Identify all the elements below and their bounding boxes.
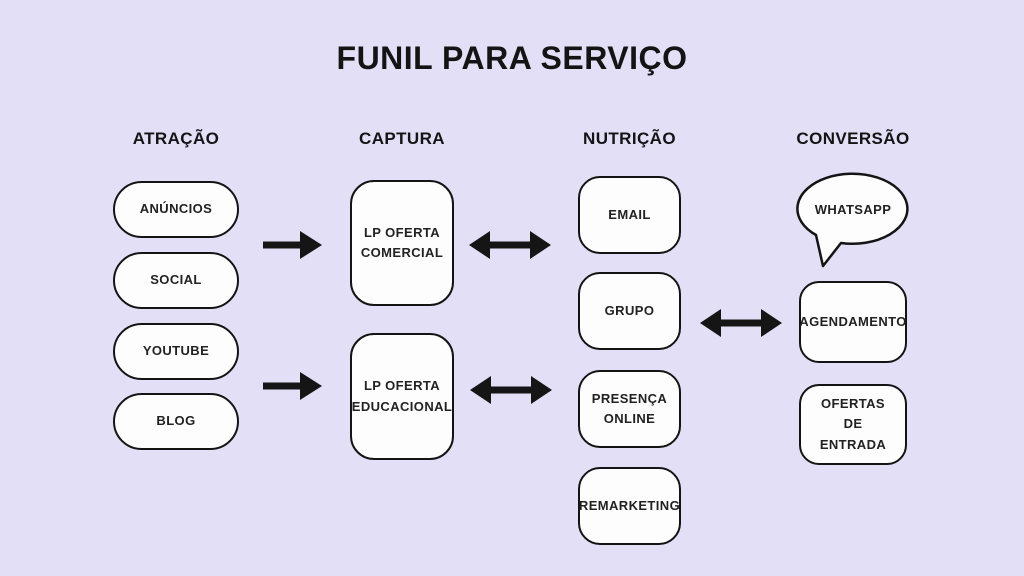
node-agendamento: AGENDAMENTO [799, 281, 907, 363]
column-header-captura: CAPTURA [359, 129, 445, 148]
column-header-conversao: CONVERSÃO [796, 129, 910, 148]
node-grupo: GRUPO [578, 272, 681, 350]
node-label: YOUTUBE [142, 343, 210, 359]
node-label: AGENDAMENTO [799, 313, 907, 329]
node-label: LP OFERTA EDUCACIONAL [351, 378, 453, 414]
arrow-both-comercial-nutricao [469, 229, 551, 261]
page-title: FUNIL PARA SERVIÇO [336, 40, 688, 76]
arrow-both-educacional-nutricao [470, 374, 552, 406]
node-anuncios: ANÚNCIOS [113, 181, 239, 238]
column-header-atracao: ATRAÇÃO [132, 129, 220, 148]
node-label: ANÚNCIOS [139, 201, 213, 217]
node-presenca-online: PRESENÇA ONLINE [578, 370, 681, 448]
node-label: BLOG [156, 413, 196, 429]
node-label: REMARKETING [578, 497, 681, 513]
speech-bubble-icon [796, 172, 909, 268]
node-label: LP OFERTA COMERCIAL [360, 224, 444, 260]
node-social: SOCIAL [113, 252, 239, 309]
node-whatsapp [795, 172, 911, 268]
node-lp-oferta-educacional: LP OFERTA EDUCACIONAL [350, 333, 454, 460]
node-email: EMAIL [578, 176, 681, 254]
node-label-whatsapp: WHATSAPP [814, 201, 892, 217]
node-label: EMAIL [608, 206, 651, 222]
node-label: SOCIAL [150, 272, 202, 288]
arrow-right-atracao-comercial [262, 230, 322, 260]
node-label: PRESENÇA ONLINE [591, 390, 668, 426]
arrow-right-atracao-educacional [262, 371, 322, 401]
node-blog: BLOG [113, 393, 239, 450]
node-youtube: YOUTUBE [113, 323, 239, 380]
node-label: GRUPO [604, 302, 655, 318]
node-ofertas-de-entrada: OFERTAS DE ENTRADA [799, 384, 907, 465]
column-header-nutricao: NUTRIÇÃO [583, 129, 676, 148]
node-lp-oferta-comercial: LP OFERTA COMERCIAL [350, 180, 454, 306]
node-remarketing: REMARKETING [578, 467, 681, 545]
arrow-both-nutricao-conversao [700, 307, 782, 339]
node-label: OFERTAS DE ENTRADA [819, 396, 887, 452]
